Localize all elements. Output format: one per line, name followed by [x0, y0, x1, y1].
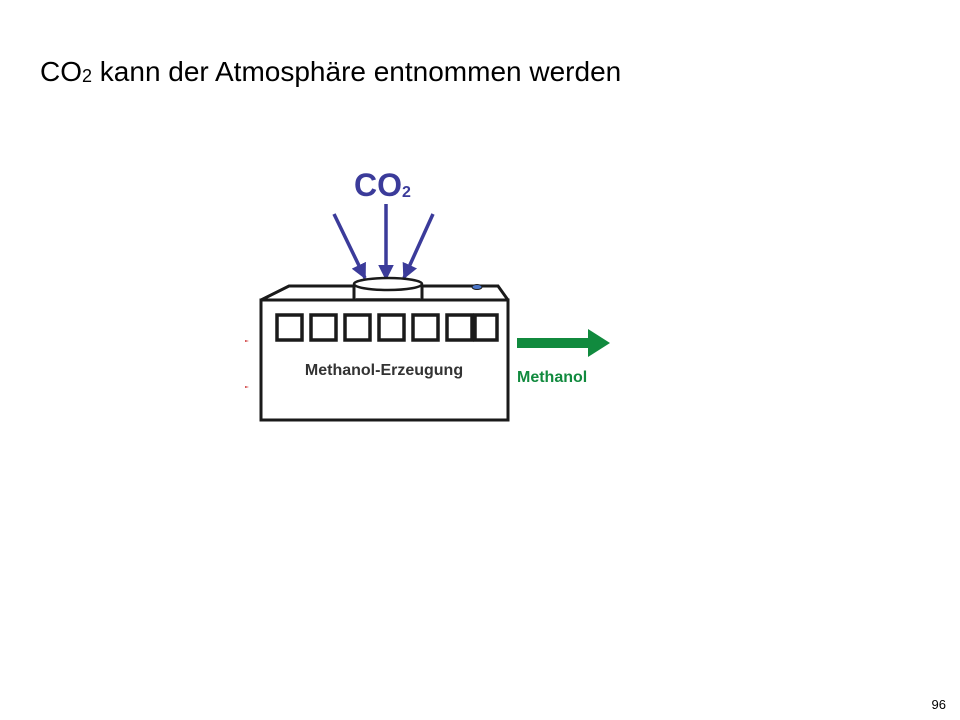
title-rest: kann der Atmosphäre entnommen werden: [92, 56, 622, 87]
plant-window: [473, 313, 499, 342]
plant-intake-top: [352, 276, 424, 292]
plant-window: [309, 313, 338, 342]
plant-window: [411, 313, 440, 342]
co2-label-main: CO: [354, 167, 402, 203]
methanol-plant: Methanol-Erzeugung: [259, 276, 510, 422]
co2-arrow-right: [402, 213, 435, 280]
title-co: CO: [40, 56, 82, 87]
slide-title: CO2 kann der Atmosphäre entnommen werden: [40, 52, 621, 95]
methanol-output-arrow: [517, 329, 610, 357]
plant-windows: [275, 313, 499, 342]
plant-intake-body: [352, 286, 424, 299]
plant-label: Methanol-Erzeugung: [305, 362, 463, 379]
stray-marks: [245, 340, 249, 388]
co2-arrow-left: [332, 213, 367, 280]
plant-roof: [260, 284, 510, 302]
co2-inflow-arrows: [332, 204, 435, 281]
title-subscript: 2: [82, 66, 93, 86]
plant-roof-vent: [471, 284, 483, 290]
plant-window: [275, 313, 304, 342]
page-number: 96: [931, 697, 946, 712]
plant-window: [377, 313, 406, 342]
methanol-label: Methanol: [517, 369, 587, 386]
co2-label-sub: 2: [402, 184, 411, 201]
plant-window: [445, 313, 474, 342]
plant-window: [343, 313, 372, 342]
co2-label: CO2: [354, 167, 411, 203]
